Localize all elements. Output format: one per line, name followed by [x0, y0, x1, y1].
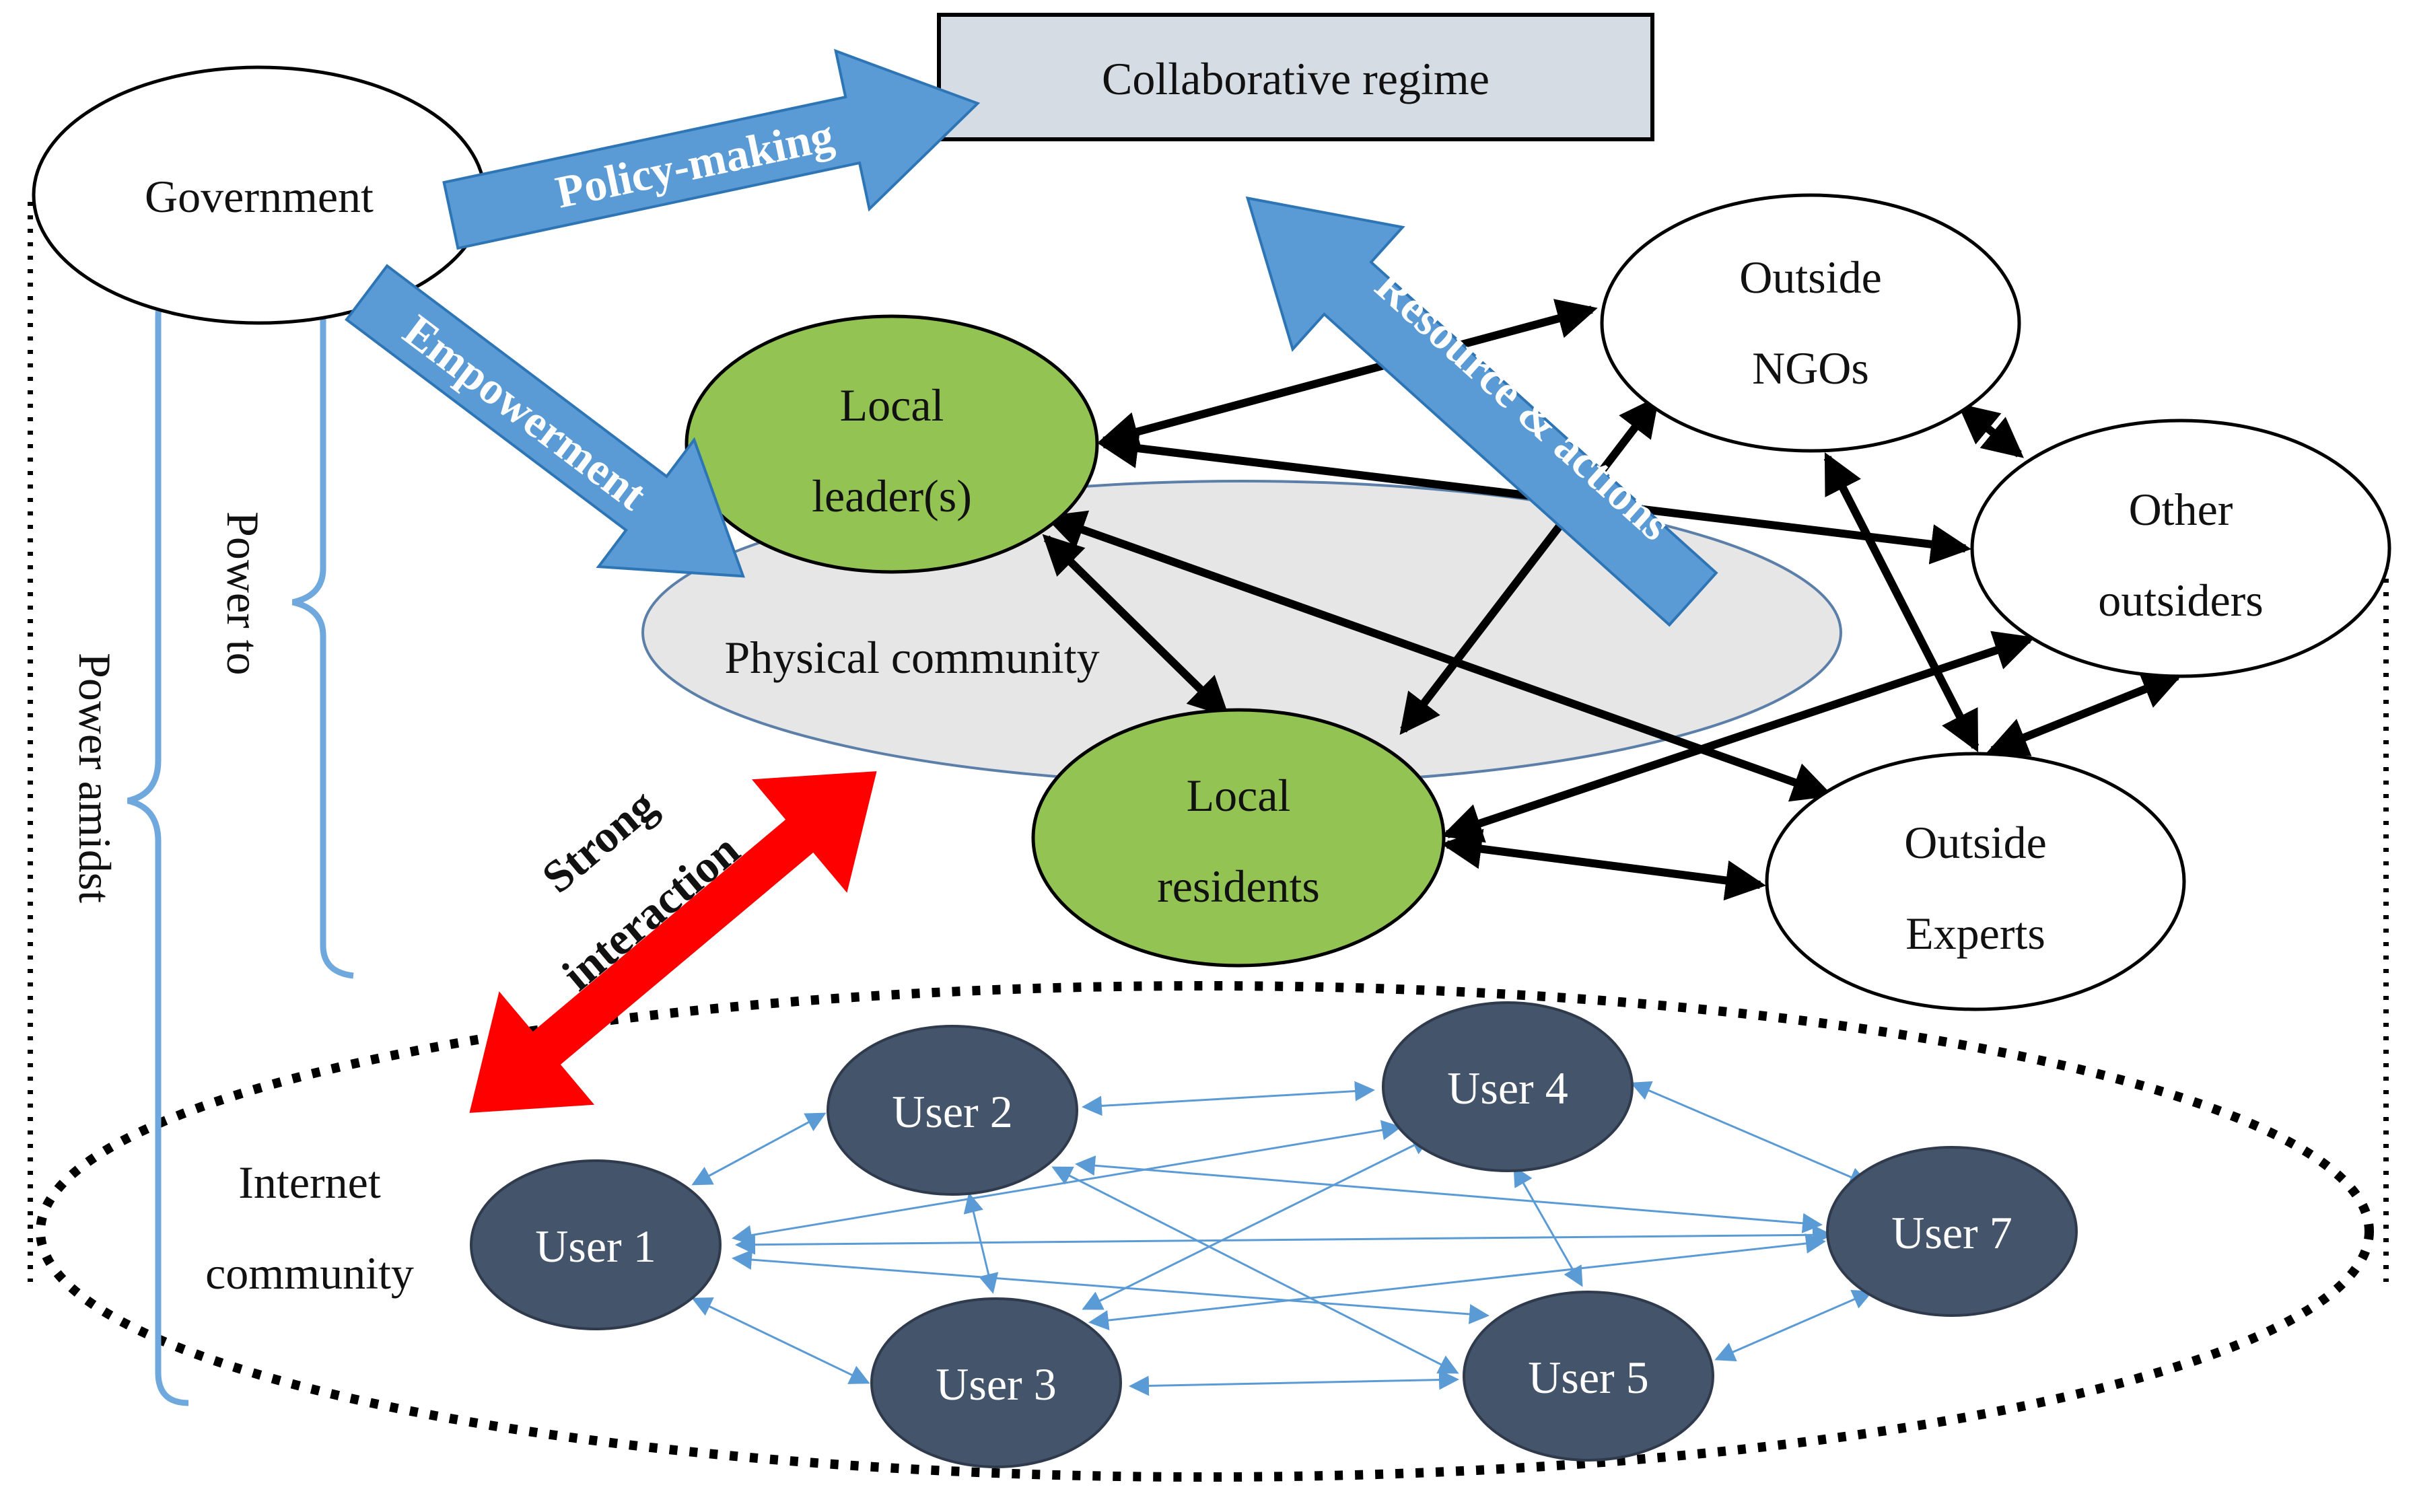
- user-7-node: User 7: [1826, 1146, 2078, 1317]
- link-u2-u3: [963, 1192, 999, 1294]
- user-1-node: User 1: [470, 1159, 722, 1330]
- link-u3-u7: [1088, 1233, 1826, 1330]
- link-u1-u7: [735, 1225, 1833, 1255]
- user-2-node: User 2: [827, 1025, 1078, 1196]
- link-u2-u7: [1075, 1155, 1823, 1233]
- internet-community-line1: Internet: [238, 1157, 381, 1208]
- policy-making-arrow: Policy-making: [442, 48, 981, 250]
- user-3-node: User 3: [870, 1297, 1122, 1468]
- internet-community-line2: community: [205, 1248, 414, 1299]
- outside-experts-line2: Experts: [1905, 908, 2045, 959]
- empowerment-label: Empowerment: [394, 305, 657, 520]
- user-4-node: User 4: [1382, 1001, 1634, 1172]
- outside-ngos-line1: Outside: [1739, 252, 1882, 303]
- user-7-label: User 7: [1891, 1207, 2012, 1258]
- link-u5-u7: [1714, 1290, 1873, 1361]
- physical-community-label: Physical community: [724, 632, 1099, 683]
- other-outsiders-line2: outsiders: [2098, 575, 2264, 626]
- outside-experts-line1: Outside: [1904, 817, 2047, 868]
- user-2-label: User 2: [892, 1086, 1012, 1137]
- other-outsiders-node: [1970, 419, 2391, 678]
- arrow-other-experts: [1986, 670, 2183, 756]
- user-5-node: User 5: [1463, 1291, 1714, 1462]
- link-u3-u5: [1129, 1369, 1459, 1396]
- user-5-label: User 5: [1528, 1352, 1648, 1403]
- local-residents-node: [1031, 708, 1446, 968]
- local-residents-line2: residents: [1157, 861, 1320, 912]
- link-u3-u4: [1082, 1136, 1432, 1310]
- arrow-leaders-ngos: [1098, 299, 1598, 452]
- power-to-bracket: [291, 283, 354, 979]
- policy-making-label: Policy-making: [551, 109, 838, 218]
- user-4-label: User 4: [1447, 1063, 1568, 1114]
- power-amidst-label: Power amidst: [69, 653, 120, 903]
- local-leaders-line1: Local: [840, 380, 944, 431]
- link-u4-u7: [1630, 1081, 1870, 1187]
- government-label: Government: [145, 171, 374, 222]
- link-u2-u4: [1082, 1081, 1375, 1116]
- outside-ngos-line2: NGOs: [1752, 343, 1869, 394]
- link-u2-u5: [1051, 1166, 1459, 1374]
- internet-community-boundary: [36, 981, 2374, 1482]
- arrow-ngos-other: [1957, 403, 2024, 458]
- link-u4-u5: [1513, 1165, 1583, 1287]
- user-links: [691, 1081, 1873, 1396]
- strong-interaction-arrow: [469, 771, 877, 1113]
- outside-experts-node: [1765, 752, 2186, 1011]
- outer-dotted-boundary: [28, 202, 2389, 1282]
- local-leaders-line2: leader(s): [812, 470, 972, 521]
- link-u1-u3: [691, 1297, 870, 1384]
- power-amidst-bracket: [127, 283, 189, 1406]
- link-u1-u2: [691, 1112, 827, 1186]
- power-to-label: Power to: [217, 511, 269, 676]
- user-3-label: User 3: [936, 1359, 1056, 1410]
- link-u1-u5: [732, 1250, 1490, 1324]
- arrow-residents-experts: [1441, 828, 1766, 901]
- collaborative-regime-label: Collaborative regime: [1102, 53, 1490, 104]
- local-leaders-node: [685, 314, 1099, 574]
- user-1-label: User 1: [535, 1221, 656, 1272]
- local-residents-line1: Local: [1187, 770, 1291, 821]
- collaborative-regime-box: [937, 13, 1654, 141]
- arrow-ngos-experts: [1823, 452, 1980, 753]
- outside-ngos-node: [1600, 193, 2021, 453]
- other-outsiders-line1: Other: [2129, 484, 2233, 535]
